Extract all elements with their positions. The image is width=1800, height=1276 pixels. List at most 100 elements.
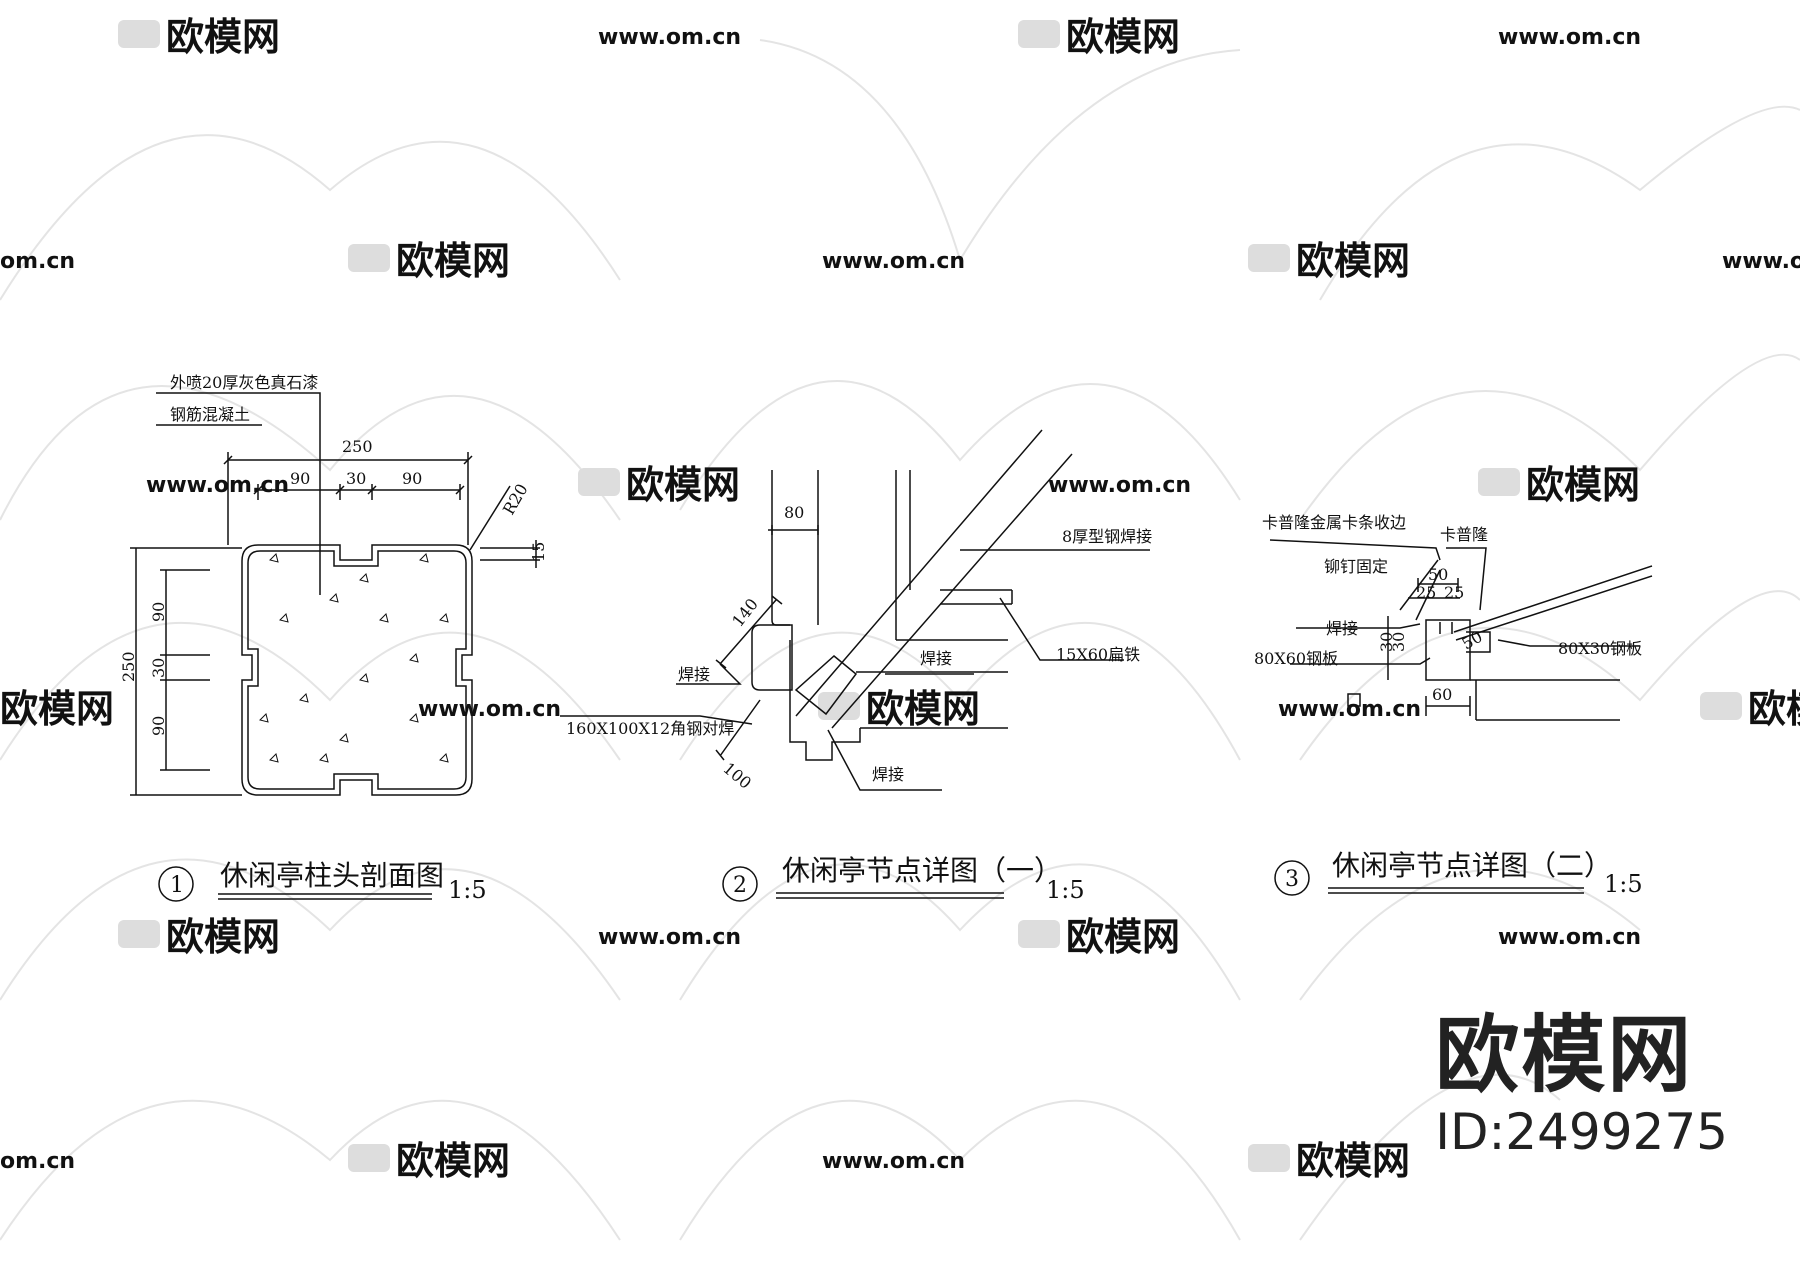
dim-60-label: 60 <box>1432 685 1452 704</box>
weld-label-b: 焊接 <box>920 649 952 668</box>
watermark-labels: 欧模网 www.om.cn 欧模网 www.om.cn om.cn 欧模网 ww… <box>0 15 1800 1183</box>
dim-250-top: 250 <box>342 437 373 456</box>
plate-80x30-leader <box>1497 639 1640 647</box>
watermark-url: www.om.cn <box>822 1149 965 1174</box>
dim-80-label: 80 <box>784 503 804 522</box>
weld-label: 焊接 <box>1326 619 1358 638</box>
finish-layer-line <box>247 550 467 790</box>
title-underline <box>1328 887 1584 894</box>
watermark-arc <box>679 863 1241 1001</box>
angle-steel-label: 160X100X12角钢对焊 <box>566 719 734 738</box>
detail-scale: 1:5 <box>1046 876 1085 904</box>
watermark-logo: 欧模网 <box>118 15 280 59</box>
watermark-url: www.om.cn <box>1498 925 1641 950</box>
roof-panel <box>1453 565 1653 641</box>
watermark-arc <box>1299 590 1800 761</box>
dim-30-a-label: 30 <box>1377 632 1396 652</box>
plate-80x30-label: 80X30钢板 <box>1558 639 1642 658</box>
ground-lines <box>856 639 1008 729</box>
dim-250-side: 250 <box>119 651 138 682</box>
svg-text:欧模网: 欧模网 <box>1296 239 1410 283</box>
watermark-url: www.om.cn <box>598 25 741 50</box>
detail-scale: 1:5 <box>448 876 487 904</box>
detail-number: 3 <box>1285 867 1299 892</box>
radius-leader <box>469 485 511 551</box>
plate-80x30 <box>1466 631 1491 653</box>
watermark-logo: 欧模网 <box>1478 463 1640 507</box>
svg-text:欧模网: 欧模网 <box>396 239 510 283</box>
watermark-arc <box>679 380 1241 511</box>
watermark-logo: 欧模网 <box>1248 1139 1410 1183</box>
watermark-arc <box>0 134 621 301</box>
watermark-arc <box>1299 1073 1561 1241</box>
watermark-arc <box>679 621 1241 761</box>
watermark-url: www.om.cn <box>146 473 289 498</box>
dim-ticks <box>223 455 473 495</box>
beam-lines <box>1470 679 1620 721</box>
watermark-arc <box>0 385 621 521</box>
svg-text:欧模网: 欧模网 <box>166 915 280 959</box>
svg-text:欧模网: 欧模网 <box>1526 463 1640 507</box>
svg-text:欧模网: 欧模网 <box>1066 915 1180 959</box>
rivet <box>1439 622 1453 634</box>
flat-iron-label: 15X60扁铁 <box>1056 645 1140 664</box>
finish-leader <box>156 392 321 595</box>
dim-30-mid: 30 <box>346 469 366 488</box>
svg-text:欧模网: 欧模网 <box>1296 1139 1410 1183</box>
detail-3-joint <box>1269 539 1653 721</box>
detail-1-title-block: 1 休闲亭柱头剖面图 1:5 <box>158 859 487 904</box>
weld-leader <box>1296 623 1421 629</box>
rivet-leader <box>1415 569 1441 621</box>
weld-c-leader <box>827 729 942 791</box>
watermark-url: om.cn <box>0 1149 75 1174</box>
edge-strip-label: 卡普隆金属卡条收边 <box>1262 513 1406 532</box>
edge-strip-pointer <box>1399 559 1439 611</box>
svg-text:欧模网: 欧模网 <box>626 463 740 507</box>
dim-50-top-label: 50 <box>1428 565 1448 584</box>
radius-label: R20 <box>499 480 532 518</box>
detail-number: 1 <box>170 873 184 898</box>
title-underline <box>776 892 1004 899</box>
column-outline <box>241 544 473 796</box>
watermark-url: www.om.cn <box>1048 473 1191 498</box>
detail-scale: 1:5 <box>1604 870 1643 898</box>
brand-id: ID:2499275 <box>1435 1103 1728 1161</box>
detail-1-column-section <box>130 392 540 796</box>
watermark-logo: 欧模网 <box>348 1139 510 1183</box>
dim-60 <box>1425 696 1471 716</box>
dim-100 <box>715 699 761 761</box>
svg-text:欧模网: 欧模网 <box>396 1139 510 1183</box>
dim-80 <box>768 525 819 535</box>
detail-number-circle <box>1274 860 1310 896</box>
watermark-logo: 欧模网 <box>1018 915 1180 959</box>
detail-2-labels: 80 140 100 8厚型钢焊接 15X60扁铁 焊接 焊接 焊接 160X1… <box>566 503 1152 793</box>
dim-30-side: 30 <box>149 658 168 678</box>
brand-block: 欧模网 ID:2499275 <box>1435 1013 1728 1160</box>
watermark-layer <box>0 39 1800 1241</box>
dim-90-left: 90 <box>290 469 310 488</box>
kapulong-leader <box>1446 547 1487 611</box>
svg-text:欧模网: 欧模网 <box>1066 15 1180 59</box>
detail-2-joint <box>560 429 1150 791</box>
detail-number-circle <box>722 866 758 902</box>
watermark-url: om.cn <box>0 249 75 274</box>
svg-text:欧模网: 欧模网 <box>1748 687 1800 731</box>
watermark-url: www.om.cn <box>418 697 561 722</box>
plate-80x60-label: 80X60钢板 <box>1254 649 1338 668</box>
watermark-arc <box>759 39 1241 263</box>
plate-80x60-leader <box>1290 657 1431 665</box>
watermark-arc <box>0 622 621 761</box>
dim-25-left-label: 25 <box>1416 583 1436 602</box>
watermark-url: www.om.cn <box>598 925 741 950</box>
watermark-logo: 欧模网 <box>0 687 114 731</box>
watermark-arc <box>1299 353 1800 521</box>
brand-name: 欧模网 <box>1435 1006 1694 1104</box>
watermark-logo: 欧模网 <box>348 239 510 283</box>
watermark-url: www.om.cn <box>822 249 965 274</box>
kapulong-label: 卡普隆 <box>1440 525 1488 544</box>
edge-strip-leader <box>1269 539 1441 561</box>
left-dimension-lines <box>130 547 242 796</box>
finish-label: 外喷20厚灰色真石漆 <box>170 373 318 392</box>
